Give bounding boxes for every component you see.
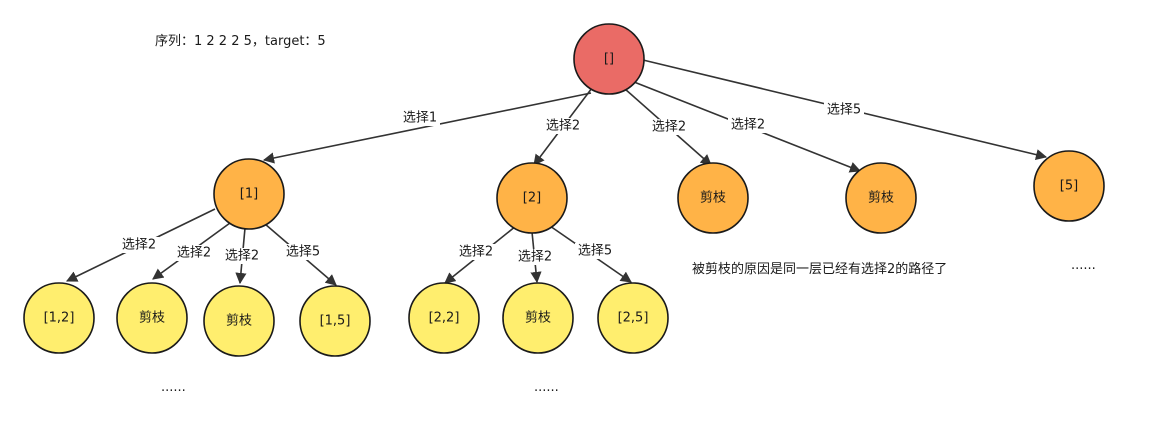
edge-root-to-1: 选择1 xyxy=(262,92,592,164)
node-label: 剪枝 xyxy=(700,190,726,206)
edge-1-to-prune-c: 选择2 xyxy=(152,222,231,280)
node-label: 剪枝 xyxy=(226,313,252,329)
edge-label: 选择2 xyxy=(225,249,259,264)
edge-2-to-prune-e: 选择2 xyxy=(515,231,555,284)
edge-root-to-prune-a: 选择2 xyxy=(624,88,712,166)
node-label: [1] xyxy=(240,187,258,202)
node-label: [1,2] xyxy=(44,311,75,326)
edge-root-to-2: 选择2 xyxy=(533,87,593,166)
node-root: [] xyxy=(573,23,645,95)
edge-label: 选择5 xyxy=(827,103,861,118)
edge-label: 选择2 xyxy=(177,246,211,261)
edge-label: 选择5 xyxy=(286,245,320,260)
node-pruned-e: 剪枝 xyxy=(502,282,574,354)
node-2-5: [2,5] xyxy=(597,282,669,354)
prune-reason-note: 被剪枝的原因是同一层已经有选择2的路径了 xyxy=(692,262,948,277)
edge-label: 选择2 xyxy=(518,250,552,265)
node-label: [2,5] xyxy=(618,311,649,326)
edge-root-to-5: 选择5 xyxy=(642,59,1048,161)
node-1: [1] xyxy=(213,158,285,230)
node-1-5: [1,5] xyxy=(299,285,371,357)
node-pruned-c: 剪枝 xyxy=(116,282,188,354)
edge-label: 选择2 xyxy=(459,245,493,260)
node-pruned-d: 剪枝 xyxy=(203,285,275,357)
edge-1-to-15: 选择5 xyxy=(264,223,337,286)
node-pruned-b: 剪枝 xyxy=(845,162,917,234)
node-label: [1,5] xyxy=(320,314,351,329)
node-1-2: [1,2] xyxy=(23,282,95,354)
node-label: [2] xyxy=(523,191,541,206)
edge-label: 选择2 xyxy=(546,119,580,134)
node-2: [2] xyxy=(496,162,568,234)
node-label: 剪枝 xyxy=(525,310,551,326)
edge-label: 选择5 xyxy=(578,244,612,259)
edge-label: 选择2 xyxy=(122,238,156,253)
ellipsis-right: ...... xyxy=(1071,258,1096,273)
edge-2-to-22: 选择2 xyxy=(444,225,517,284)
ellipsis-left: ...... xyxy=(161,380,186,395)
edge-label: 选择2 xyxy=(652,120,686,135)
ellipsis-middle: ...... xyxy=(534,380,559,395)
edge-label: 选择2 xyxy=(731,118,765,133)
edge-1-to-12: 选择2 xyxy=(65,208,216,282)
node-label: [2,2] xyxy=(429,311,460,326)
node-2-2: [2,2] xyxy=(408,282,480,354)
node-label: 剪枝 xyxy=(139,310,165,326)
sequence-header: 序列：1 2 2 2 5，target：5 xyxy=(155,34,326,49)
node-label: [5] xyxy=(1060,179,1078,194)
edge-root-to-prune-b: 选择2 xyxy=(633,81,862,173)
edge-2-to-25: 选择5 xyxy=(549,225,632,283)
node-pruned-a: 剪枝 xyxy=(677,162,749,234)
edge-label: 选择1 xyxy=(403,111,437,126)
node-label: [] xyxy=(604,52,614,67)
node-5: [5] xyxy=(1033,150,1105,222)
edge-1-to-prune-d: 选择2 xyxy=(222,227,262,285)
node-label: 剪枝 xyxy=(868,190,894,206)
